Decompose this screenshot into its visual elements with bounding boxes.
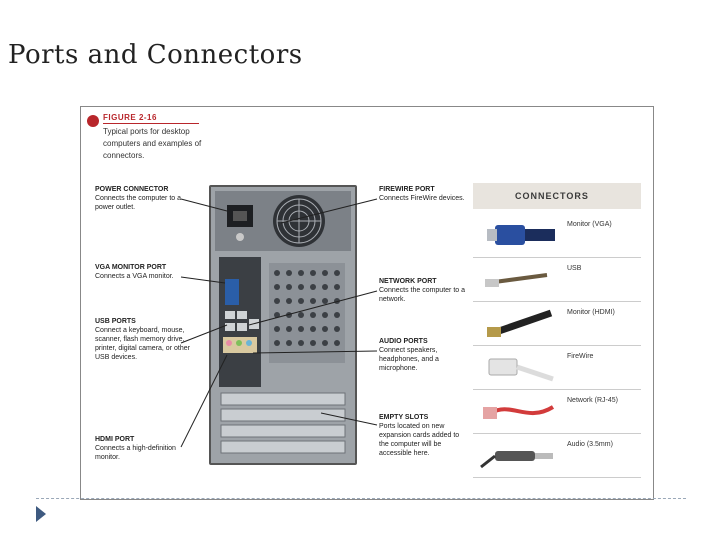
callout-audio-ports: AUDIO PORTS Connect speakers, headphones…: [379, 337, 469, 373]
callout-desc: Connects the computer to a network.: [379, 287, 465, 303]
figure-heading-rule: [103, 123, 199, 124]
connector-label: Monitor (HDMI): [567, 309, 615, 316]
connector-row: Monitor (VGA): [473, 213, 641, 258]
connector-label: USB: [567, 265, 582, 272]
callout-power-connector: POWER CONNECTOR Connects the computer to…: [95, 185, 187, 212]
callout-title: USB PORTS: [95, 318, 136, 325]
hdmi-connector-icon: [487, 309, 553, 337]
figure-panel: FIGURE 2-16 Typical ports for desktop co…: [80, 106, 654, 500]
connector-row: Network (RJ-45): [473, 389, 641, 434]
callout-desc: Connects FireWire devices.: [379, 195, 465, 202]
connector-label: Audio (3.5mm): [567, 441, 613, 448]
callout-title: FIREWIRE PORT: [379, 186, 435, 193]
connector-row: USB: [473, 257, 641, 302]
ethernet-connector-icon: [483, 405, 555, 419]
connector-label: FireWire: [567, 353, 594, 360]
connector-label: Monitor (VGA): [567, 221, 612, 228]
slide-title: Ports and Connectors: [8, 40, 303, 70]
callout-network-port: NETWORK PORT Connects the computer to a …: [379, 277, 469, 304]
connector-label: Network (RJ-45): [567, 397, 618, 404]
audio-jack-icon: [480, 451, 553, 469]
callout-firewire-port: FIREWIRE PORT Connects FireWire devices.: [379, 185, 469, 203]
firewire-connector-icon: [488, 358, 554, 382]
next-slide-arrow-icon[interactable]: [36, 506, 46, 522]
figure-heading: FIGURE 2-16: [103, 113, 157, 122]
vga-connector-icon: [487, 225, 555, 245]
callout-desc: Connect speakers, headphones, and a micr…: [379, 347, 439, 372]
callout-leader-lines: [180, 198, 378, 448]
connector-row: Audio (3.5mm): [473, 433, 641, 478]
callout-title: EMPTY SLOTS: [379, 414, 429, 421]
callout-desc: Connects a VGA monitor.: [95, 273, 174, 280]
connectors-title: CONNECTORS: [473, 183, 641, 209]
computer-case-image: [209, 185, 357, 465]
callout-vga-port: VGA MONITOR PORT Connects a VGA monitor.: [95, 263, 187, 281]
usb-connector-icon: [485, 273, 548, 287]
connector-row: FireWire: [473, 345, 641, 390]
callout-hdmi-port: HDMI PORT Connects a high-definition mon…: [95, 435, 195, 462]
callout-title: VGA MONITOR PORT: [95, 264, 167, 271]
callout-title: NETWORK PORT: [379, 278, 437, 285]
connector-row: Monitor (HDMI): [473, 301, 641, 346]
callout-desc: Connect a keyboard, mouse, scanner, flas…: [95, 327, 190, 361]
computer-case-drawing: [215, 191, 351, 454]
callout-title: HDMI PORT: [95, 436, 135, 443]
figure-caption: Typical ports for desktop computers and …: [103, 127, 202, 160]
callout-usb-ports: USB PORTS Connect a keyboard, mouse, sca…: [95, 317, 191, 362]
figure-badge-icon: [87, 115, 99, 127]
callout-desc: Connects a high-definition monitor.: [95, 445, 176, 461]
callout-desc: Ports located on new expansion cards add…: [379, 423, 460, 457]
callout-title: AUDIO PORTS: [379, 338, 428, 345]
slide-divider: [36, 498, 686, 499]
callout-desc: Connects the computer to a power outlet.: [95, 195, 181, 211]
callout-empty-slots: EMPTY SLOTS Ports located on new expansi…: [379, 413, 469, 458]
connectors-panel: CONNECTORS Monitor (VGA) USB Monitor (HD…: [473, 183, 641, 483]
callout-title: POWER CONNECTOR: [95, 186, 169, 193]
